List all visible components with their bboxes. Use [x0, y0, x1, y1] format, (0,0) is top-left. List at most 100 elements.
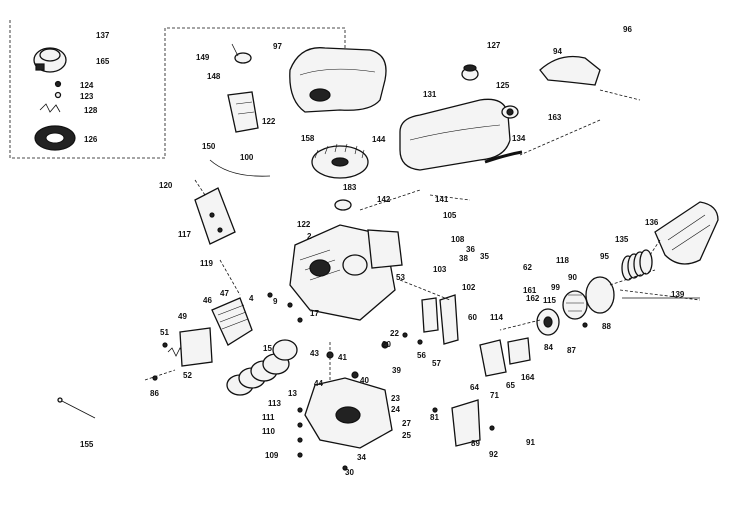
fuel-filter-part: [501, 105, 519, 119]
screw-part: [231, 43, 252, 64]
label-41: 41: [338, 353, 347, 362]
label-17: 17: [310, 309, 319, 318]
label-164: 164: [521, 373, 535, 382]
label-39: 39: [392, 366, 401, 375]
label-162: 162: [526, 294, 540, 303]
label-122-top: 122: [262, 117, 276, 126]
label-24: 24: [391, 405, 400, 414]
label-125: 125: [496, 81, 510, 90]
throttle-cable-part: [57, 397, 96, 419]
washer-part: [54, 80, 62, 99]
label-100: 100: [240, 153, 254, 162]
label-53: 53: [396, 273, 405, 282]
lever-plate-part: [451, 399, 481, 447]
flywheel-nut-part: [334, 199, 352, 211]
label-123: 123: [80, 92, 94, 101]
label-141: 141: [435, 195, 449, 204]
label-84: 84: [544, 343, 553, 352]
flywheel-part: [311, 143, 369, 179]
spring-clip-part: [39, 103, 61, 113]
label-117: 117: [178, 230, 191, 239]
crankcase-part: [304, 377, 393, 449]
label-122-mid: 122: [297, 220, 311, 229]
starter-spring-coil-part: [34, 125, 76, 151]
label-9: 9: [273, 297, 278, 306]
label-35: 35: [480, 252, 489, 261]
label-103: 103: [433, 265, 447, 274]
fuel-tank-part: [399, 98, 511, 171]
label-64: 64: [470, 383, 479, 392]
label-183: 183: [343, 183, 357, 192]
label-4: 4: [249, 294, 254, 303]
leader-lines: [144, 89, 701, 381]
label-46: 46: [203, 296, 212, 305]
governor-lever-part: [479, 337, 531, 377]
label-115: 115: [543, 296, 556, 305]
label-89: 89: [471, 439, 480, 448]
label-30: 30: [345, 468, 354, 477]
label-137: 137: [96, 31, 110, 40]
label-124: 124: [80, 81, 94, 90]
label-2: 2: [307, 232, 312, 241]
label-142: 142: [377, 195, 391, 204]
label-134: 134: [512, 134, 526, 143]
control-bracket-part: [194, 187, 236, 245]
label-87: 87: [567, 346, 576, 355]
label-56: 56: [417, 351, 426, 360]
label-99: 99: [551, 283, 560, 292]
label-15: 15: [263, 344, 272, 353]
label-51: 51: [160, 328, 169, 337]
label-158: 158: [301, 134, 315, 143]
piston-rings-part: [226, 353, 290, 396]
label-131: 131: [423, 90, 437, 99]
label-144: 144: [372, 135, 386, 144]
label-38: 38: [459, 254, 468, 263]
label-136: 136: [645, 218, 659, 227]
label-60: 60: [468, 313, 477, 322]
label-88: 88: [602, 322, 611, 331]
starter-pulley-part: [33, 47, 67, 73]
label-149: 149: [196, 53, 210, 62]
label-65: 65: [506, 381, 515, 390]
label-23: 23: [391, 394, 400, 403]
label-97: 97: [273, 42, 282, 51]
bearing-part: [536, 308, 560, 336]
label-22: 22: [390, 329, 399, 338]
label-13: 13: [288, 389, 297, 398]
label-148: 148: [207, 72, 221, 81]
screws-fasteners: [152, 292, 588, 471]
label-105: 105: [443, 211, 457, 220]
label-49: 49: [178, 312, 187, 321]
label-81: 81: [430, 413, 439, 422]
label-128: 128: [84, 106, 98, 115]
label-139: 139: [671, 290, 685, 299]
piston-part: [272, 339, 298, 361]
inset-box: [9, 20, 346, 159]
label-25: 25: [402, 431, 411, 440]
carburetor-part: [367, 229, 403, 269]
rotating-screen-part: [227, 91, 259, 133]
linkage-lever-part: [421, 294, 459, 345]
label-94: 94: [553, 47, 562, 56]
label-155: 155: [80, 440, 94, 449]
label-127: 127: [487, 41, 501, 50]
label-111: 111: [262, 413, 275, 422]
label-161: 161: [523, 286, 537, 295]
label-113: 113: [268, 399, 281, 408]
label-52: 52: [183, 371, 192, 380]
label-27: 27: [402, 419, 411, 428]
label-118: 118: [556, 256, 569, 265]
label-163: 163: [548, 113, 562, 122]
label-90: 90: [568, 273, 577, 282]
ignition-wire-part: [209, 159, 271, 177]
label-109: 109: [265, 451, 279, 460]
label-86: 86: [150, 389, 159, 398]
label-114: 114: [490, 313, 503, 322]
label-126: 126: [84, 135, 98, 144]
label-92: 92: [489, 450, 498, 459]
label-165: 165: [96, 57, 110, 66]
engine-block-part: [289, 224, 396, 321]
label-34: 34: [357, 453, 366, 462]
label-102: 102: [462, 283, 476, 292]
